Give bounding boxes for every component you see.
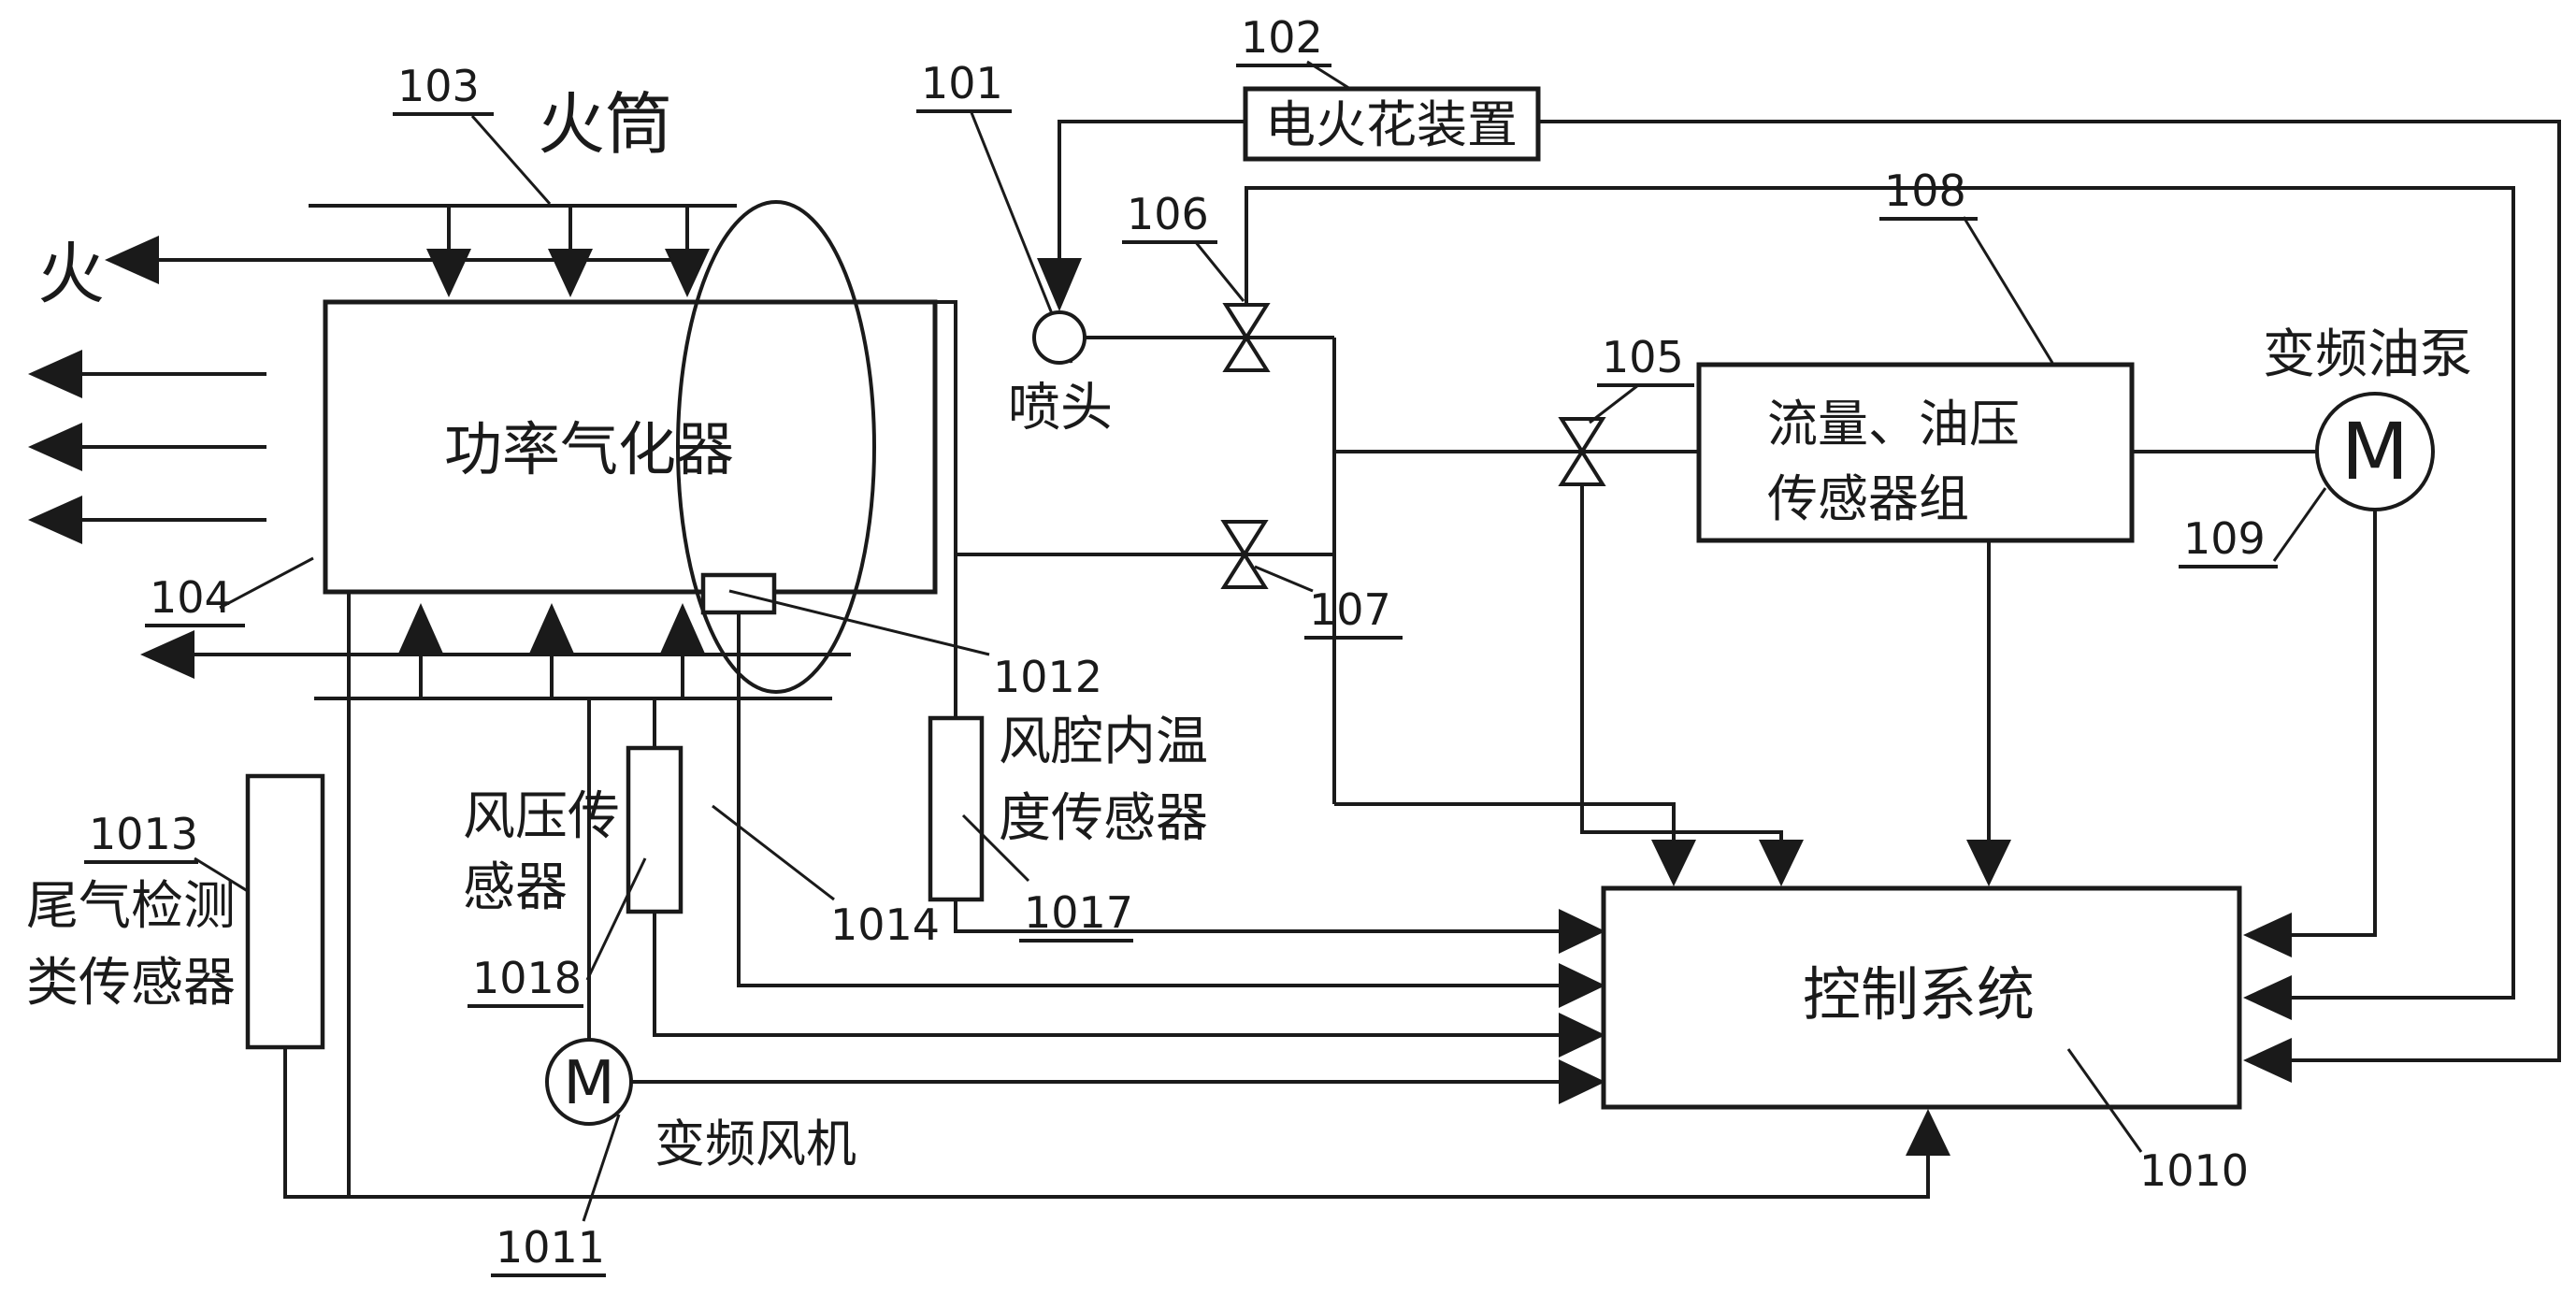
- vaporizer-box: [323, 299, 938, 595]
- cavity-temp-label-line2: 度传感器: [999, 788, 1208, 849]
- label-101: 101: [921, 58, 1003, 108]
- fan-label: 变频风机: [655, 1115, 856, 1173]
- label-104-leader: [219, 556, 314, 610]
- cavity-left-arrowhead: [140, 630, 194, 679]
- cavity-temp-sensor-rect: [928, 715, 985, 902]
- oil-pump-arrowhead: [2243, 913, 2292, 957]
- label-105-leader: [1589, 383, 1639, 424]
- spark-device-label: 电火花装置: [1265, 95, 1518, 154]
- label-106: 106: [1127, 189, 1209, 239]
- label-106-leader: [1193, 240, 1245, 302]
- spark-nozzle-arrowhead: [1037, 258, 1082, 311]
- label-109-leader: [2272, 487, 2327, 562]
- fan-arrowhead: [1559, 1059, 1605, 1104]
- bottom-feedback-wire: [283, 1047, 1930, 1199]
- label-1014-leader: [712, 804, 835, 901]
- fan-motor-letter: M: [563, 1049, 614, 1118]
- valve-106-control-wire: [1245, 186, 2515, 1000]
- exhaust-sensor-rect: [245, 773, 325, 1050]
- flame-text: 火: [37, 235, 105, 313]
- label-1012: 1012: [993, 652, 1102, 702]
- label-107-leader: [1254, 565, 1314, 593]
- label-102: 102: [1241, 12, 1323, 63]
- flow-sensor-arrowhead: [1966, 840, 2011, 886]
- label-1017: 1017: [1024, 887, 1133, 938]
- spark-device-box: [1243, 86, 1541, 162]
- fire-down-arrows: [426, 206, 710, 297]
- valve-106-arrowhead: [2243, 975, 2292, 1020]
- wind-press-arrowhead: [1559, 1013, 1605, 1058]
- sensor-1012-arrowhead: [1559, 963, 1605, 1008]
- spark-to-nozzle-wire: [1058, 120, 1245, 260]
- label-1017-leader: [961, 813, 1030, 883]
- exhaust-left-arrows: [28, 350, 266, 544]
- nozzle-label: 喷头: [1008, 378, 1113, 439]
- flow-sensor-label-line1: 流量、油压: [1767, 395, 2020, 453]
- valve-105-control-wire: [1580, 484, 1783, 843]
- flame-arrowhead: [105, 236, 159, 284]
- wind-press-control-wire: [653, 912, 1562, 1037]
- label-103-leader: [470, 115, 552, 205]
- wind-press-label-line2: 感器: [463, 857, 568, 918]
- cavity-temp-arrowhead: [1559, 909, 1605, 954]
- label-103: 103: [397, 61, 480, 111]
- label-108-leader: [1962, 216, 2054, 364]
- sensor-1012-wire: [737, 612, 1562, 987]
- spark-control-arrowhead: [2243, 1038, 2292, 1083]
- control-system-box: [1601, 885, 2242, 1110]
- vaporizer-label: 功率气化器: [444, 415, 734, 483]
- valve-105-arrowhead: [1759, 840, 1804, 886]
- valve-107-control-wire: [1334, 802, 1676, 843]
- label-104: 104: [150, 572, 232, 623]
- label-109: 109: [2183, 513, 2266, 564]
- label-1018: 1018: [472, 953, 582, 1003]
- label-1011-leader: [582, 1114, 621, 1222]
- oil-pump-control-wire: [2290, 510, 2377, 937]
- fire-tube-label: 火筒: [538, 85, 672, 164]
- spark-to-control-wire: [1538, 120, 2561, 1062]
- nozzle-circle: [1032, 310, 1087, 365]
- label-1010-leader: [2066, 1048, 2143, 1153]
- wind-press-sensor-rect: [626, 745, 684, 914]
- exhaust-label-line2: 类传感器: [26, 953, 236, 1014]
- cavity-temp-wire: [935, 300, 1562, 933]
- label-107: 107: [1309, 584, 1391, 635]
- control-system-label: 控制系统: [1803, 960, 2035, 1029]
- cavity-temp-label-line1: 风腔内温: [999, 712, 1208, 772]
- label-1011: 1011: [496, 1222, 605, 1273]
- label-105: 105: [1602, 332, 1684, 382]
- oil-pump-label: 变频油泵: [2263, 324, 2472, 385]
- cavity-up-arrows: [398, 603, 705, 698]
- vaporizer-end-ellipse: [676, 200, 876, 694]
- label-1013: 1013: [89, 809, 198, 859]
- label-1010: 1010: [2139, 1145, 2249, 1196]
- label-1018-leader: [585, 857, 647, 981]
- valve-107-arrowhead: [1651, 840, 1696, 886]
- label-1014: 1014: [830, 899, 940, 950]
- exhaust-label-line1: 尾气检测: [26, 876, 236, 937]
- label-108: 108: [1884, 165, 1966, 216]
- wind-press-label-line1: 风压传: [463, 786, 620, 847]
- label-1012-leader: [728, 589, 990, 656]
- oil-pump-motor-letter: M: [2341, 406, 2409, 497]
- valve-107: [1220, 520, 1269, 589]
- flow-sensor-label-line2: 传感器组: [1767, 469, 1969, 528]
- bottom-feedback-arrowhead: [1906, 1109, 1950, 1156]
